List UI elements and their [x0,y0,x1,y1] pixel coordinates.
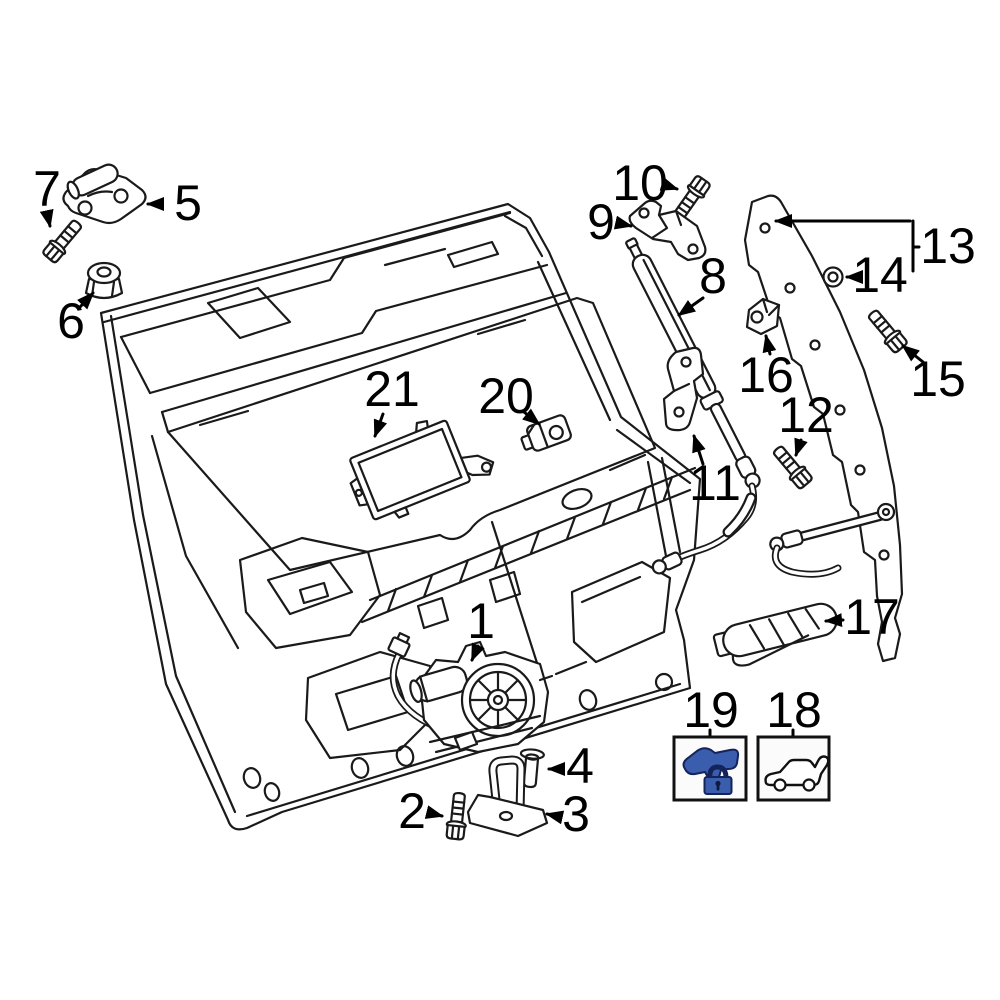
callout-13: 13 [920,218,976,274]
callout-21: 21 [364,361,420,417]
callout-13-bracket [911,219,921,273]
callout-4: 4 [566,738,594,794]
callout-arrows [39,177,925,825]
callout-6-arrow [76,291,95,310]
callout-1-arrow [470,642,485,662]
callout-21-arrow [373,412,388,438]
callout-9: 9 [587,194,615,250]
callout-9-arrow [613,215,633,230]
callout-10: 10 [612,155,668,211]
callout-1: 1 [467,593,495,649]
callout-11-arrow [692,434,706,466]
cushion-pin [519,748,545,789]
liftgate-guide-rail [743,194,904,663]
callout-14: 14 [852,247,908,303]
legend-box-19[interactable] [672,735,748,802]
callout-12-arrow [794,437,808,457]
callout-7-arrow [39,208,54,228]
liftgate-lock-actuator [387,632,554,754]
legend-box-18[interactable] [756,735,831,802]
liftgate-vehicle-body-icon [764,755,830,792]
callout-3-arrow [545,810,565,825]
rail-support-rod [769,502,896,578]
callout-10-arrow [659,177,679,191]
callout-20: 20 [478,368,534,424]
liftgate-lock-assembly-icon [682,747,740,795]
control-module [349,419,495,521]
callout-20-arrow [522,408,541,426]
grommet-nut [84,261,124,300]
callout-3: 3 [562,786,590,842]
callout-17-arrow [824,613,845,628]
callout-11: 11 [689,455,741,511]
callout-16-arrow [762,334,777,356]
callout-8-arrow [677,296,705,317]
callout-16: 16 [738,347,794,403]
callout-19: 19 [683,682,739,738]
callout-15: 15 [910,351,966,407]
callout-15-arrow [901,344,925,364]
callout-17: 17 [844,589,900,645]
strut-bracket-lower [662,346,705,432]
rail-grommet [822,266,844,288]
liftgate-hinge [62,163,147,225]
harness-clip [745,297,781,336]
callout-2-arrow [424,805,444,819]
callout-12: 12 [778,387,834,443]
callout-8: 8 [699,248,727,304]
callout-5: 5 [174,175,202,231]
callout-2: 2 [398,783,426,839]
callout-18: 18 [766,682,822,738]
callout-labels: 1 2 3 4 5 6 7 8 9 10 11 12 13 14 15 16 1… [33,155,976,842]
callout-6: 6 [57,293,85,349]
touch-switch-garnish [712,602,838,667]
lock-striker [466,755,549,838]
callout-7: 7 [33,161,61,217]
